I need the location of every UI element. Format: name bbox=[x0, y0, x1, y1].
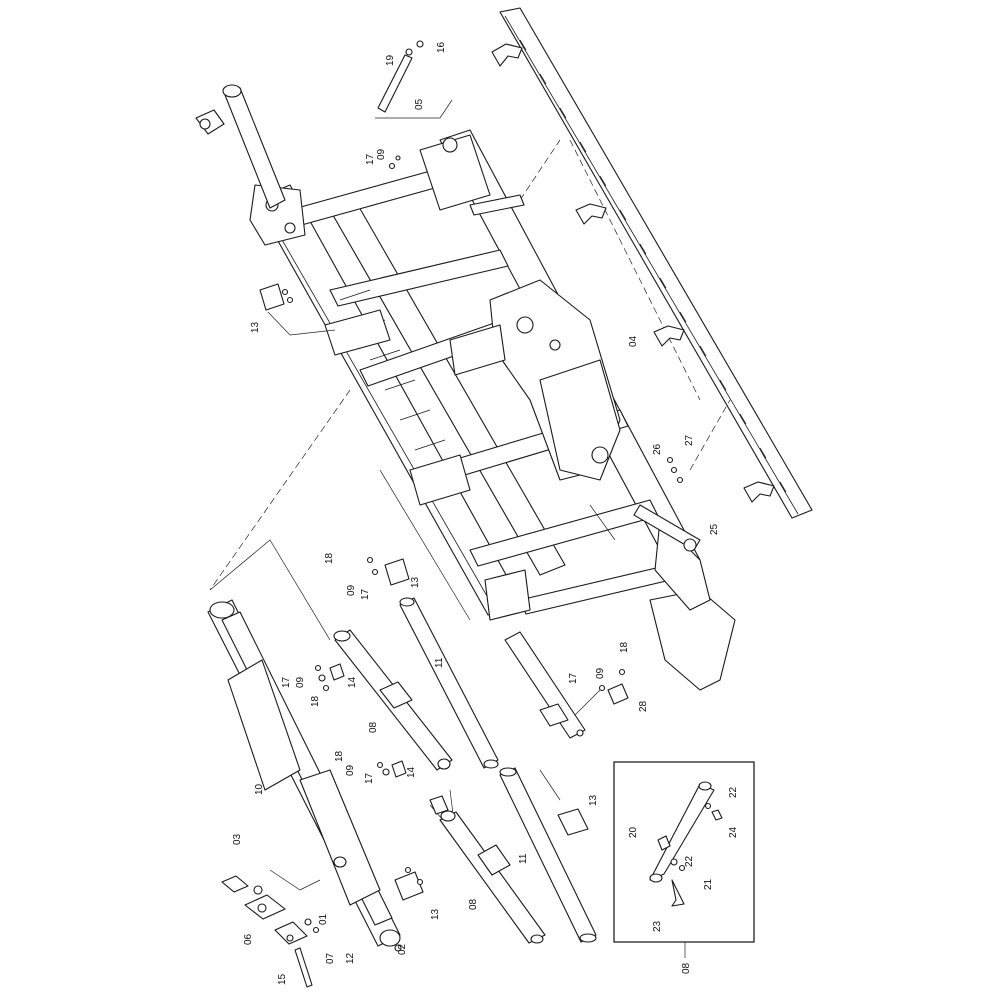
callout-17-mid: 17 bbox=[360, 588, 371, 600]
callout-11-lower: 11 bbox=[518, 853, 529, 864]
callout-13-mid: 13 bbox=[410, 576, 421, 588]
part-08-cylinder-lower bbox=[439, 810, 546, 944]
callout-13-lower-right: 13 bbox=[588, 794, 599, 806]
part-06-bracket bbox=[274, 921, 308, 945]
callout-21: 21 bbox=[703, 878, 714, 890]
callout-04: 04 bbox=[628, 335, 639, 347]
callout-22-top: 22 bbox=[728, 786, 739, 798]
callout-08-upper: 08 bbox=[368, 721, 379, 733]
callout-09-left: 09 bbox=[295, 676, 306, 688]
callout-20: 20 bbox=[628, 826, 639, 838]
part-11-tube-upper bbox=[399, 597, 499, 769]
callout-14-lower: 14 bbox=[406, 766, 417, 778]
callout-06: 06 bbox=[243, 933, 254, 945]
callout-27: 27 bbox=[684, 434, 695, 446]
hook-clamp-3 bbox=[653, 325, 685, 347]
callout-17-left: 17 bbox=[281, 676, 292, 688]
hardware-set-upper-left bbox=[314, 663, 345, 692]
bracket-13-lower-left bbox=[394, 866, 424, 901]
callout-18-mid: 18 bbox=[324, 552, 335, 564]
callout-09-top: 09 bbox=[376, 148, 387, 160]
bolt-pair-top bbox=[388, 155, 401, 170]
rail-slots bbox=[519, 39, 787, 493]
callout-19: 19 bbox=[385, 54, 396, 66]
bracket-13-lower-right bbox=[557, 808, 589, 836]
callout-05: 05 bbox=[414, 98, 425, 110]
callout-09-mid: 09 bbox=[346, 584, 357, 596]
hardware-set-right bbox=[576, 668, 629, 737]
callout-18-right: 18 bbox=[619, 641, 630, 653]
part-02-pin bbox=[394, 944, 402, 952]
lift-cylinder-top bbox=[195, 84, 286, 209]
part-10-boom-arm bbox=[207, 599, 401, 947]
callout-01: 01 bbox=[318, 913, 329, 925]
part-07-pin bbox=[304, 918, 320, 934]
slotted-rail bbox=[499, 7, 813, 519]
bracket-13-upper bbox=[259, 283, 336, 336]
callout-labels: 19 16 05 17 09 13 04 26 27 25 18 09 17 1… bbox=[232, 41, 739, 985]
callout-28: 28 bbox=[638, 700, 649, 712]
hardware-set-mid bbox=[376, 760, 449, 815]
callout-03: 03 bbox=[232, 833, 243, 845]
part-15-bolt bbox=[294, 947, 313, 988]
callout-07: 07 bbox=[325, 952, 336, 964]
callout-25: 25 bbox=[709, 523, 720, 535]
callout-18-lower: 18 bbox=[334, 750, 345, 762]
part-05-pin bbox=[375, 40, 453, 119]
callout-13-lower-left: 13 bbox=[430, 908, 441, 920]
part-03-clamp bbox=[221, 875, 263, 895]
main-frame bbox=[249, 129, 736, 691]
callout-12: 12 bbox=[345, 952, 356, 964]
callout-24: 24 bbox=[728, 826, 739, 838]
callout-18-left: 18 bbox=[310, 695, 321, 707]
hook-clamp-2 bbox=[575, 203, 607, 225]
part-11-tube-lower bbox=[499, 767, 597, 943]
callout-23: 23 bbox=[652, 920, 663, 932]
part-01-plate bbox=[244, 894, 286, 920]
inset-box bbox=[613, 761, 755, 958]
bracket-13-mid bbox=[366, 556, 410, 586]
callout-16: 16 bbox=[436, 41, 447, 53]
hook-clamp-4 bbox=[743, 481, 775, 503]
callout-10: 10 bbox=[254, 783, 265, 795]
callout-22-mid: 22 bbox=[684, 855, 695, 867]
callout-11-upper: 11 bbox=[434, 657, 445, 668]
callout-26: 26 bbox=[652, 443, 663, 455]
callout-17-lower: 17 bbox=[364, 772, 375, 784]
callout-08-inset: 08 bbox=[681, 962, 692, 974]
cylinder-end-right bbox=[504, 631, 586, 739]
callout-17-right: 17 bbox=[568, 672, 579, 684]
hook-clamp-1 bbox=[491, 43, 523, 67]
callout-09-lower: 09 bbox=[345, 764, 356, 776]
callout-17-top: 17 bbox=[365, 153, 376, 165]
callout-09-right: 09 bbox=[595, 667, 606, 679]
hardware-25-27 bbox=[666, 456, 684, 484]
callout-14-left: 14 bbox=[347, 676, 358, 688]
callout-13-upper: 13 bbox=[250, 321, 261, 333]
callout-08-lower: 08 bbox=[468, 898, 479, 910]
callout-15: 15 bbox=[277, 973, 288, 985]
part-08-cylinder-upper bbox=[333, 629, 453, 771]
callout-02: 02 bbox=[397, 943, 408, 955]
